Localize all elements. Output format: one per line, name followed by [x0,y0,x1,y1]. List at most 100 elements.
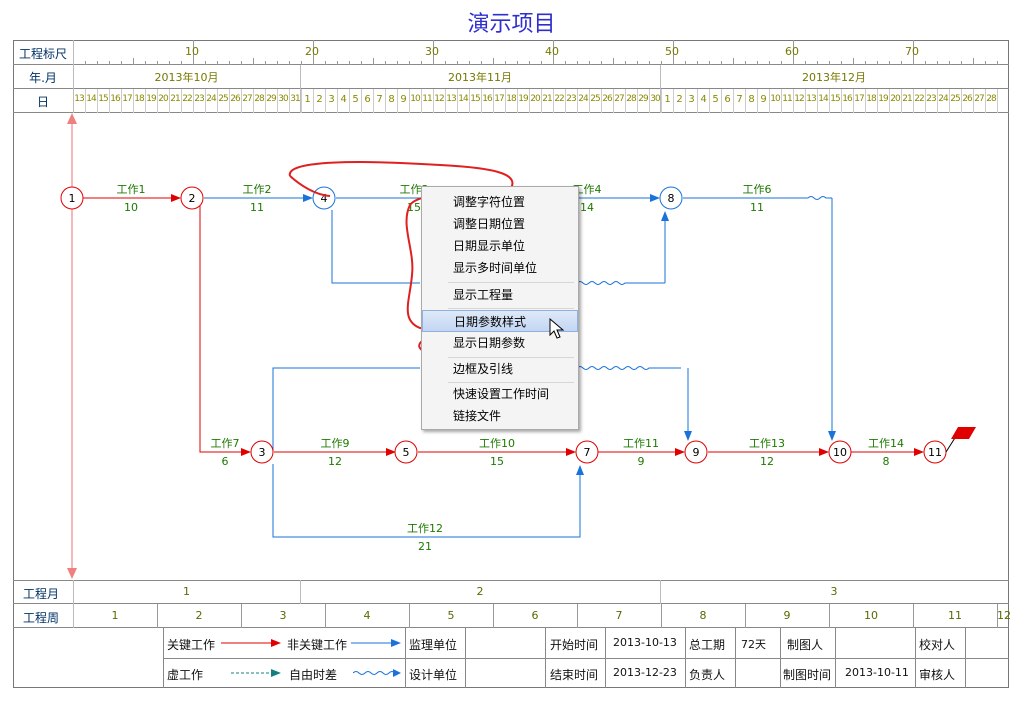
day-cell: 6 [724,94,730,105]
scale-tick [589,61,590,65]
menu-item-multi-time-unit[interactable]: 显示多时间单位 [453,261,538,275]
menu-item-show-quantity[interactable]: 显示工程量 [453,288,514,302]
free-float-wave [576,281,665,285]
scale-tick [781,61,782,65]
scale-tick [553,40,554,65]
svg-text:2: 2 [189,192,196,205]
scale-tick [265,61,266,65]
scale-tick [565,61,566,65]
day-divider [481,89,482,113]
day-cell: 30 [650,94,660,104]
week-divider [997,604,998,628]
menu-item-show-date-param[interactable]: 显示日期参数 [453,336,526,350]
menu-item-link-file[interactable]: 链接文件 [453,409,502,423]
day-divider [649,89,650,113]
day-cell: 11 [782,94,792,104]
week-divider [913,604,914,628]
day-cell: 14 [86,94,96,104]
day-cell: 31 [290,94,300,104]
menu-item-quick-work-time[interactable]: 快速设置工作时间 [453,387,550,401]
day-cell: 19 [146,94,156,104]
scale-tick [433,40,434,65]
axis-arrow-up-icon [67,113,77,124]
scale-tick [397,61,398,65]
day-cell: 6 [364,94,370,105]
scale-tick [133,58,134,65]
scale-tick [313,40,314,65]
day-divider [373,89,374,113]
scale-tick [721,61,722,65]
menu-item-date-param-style[interactable]: 日期参数样式 [422,310,578,332]
legend-end-label: 结束时间 [550,668,599,682]
bottom-month-cell: 1 [183,585,190,598]
day-divider [925,89,926,113]
day-cell: 29 [266,94,276,104]
day-cell: 25 [218,94,228,104]
day-cell: 27 [614,94,624,104]
scale-tick [349,61,350,65]
day-cell: 15 [98,94,108,104]
menu-item-adjust-date-position[interactable]: 调整日期位置 [453,217,526,231]
bottom-month-label: 工程月 [22,587,59,601]
header-label-divider [73,40,74,113]
scale-tick [733,58,734,65]
day-cell: 23 [926,94,936,104]
week-divider [577,604,578,628]
context-menu: 调整字符位置 调整日期位置 日期显示单位 显示多时间单位 显示工程量 日期参数样… [421,186,579,430]
day-divider [553,89,554,113]
day-divider [517,89,518,113]
day-cell: 22 [554,94,564,104]
svg-text:4: 4 [321,192,328,205]
day-cell: 15 [830,94,840,104]
annotation-scribble [289,175,331,197]
day-cell: 11 [422,94,432,104]
menu-item-date-display-unit[interactable]: 日期显示单位 [453,239,526,253]
task-name: 工作12 [407,522,443,535]
task-duration: 12 [760,455,774,468]
scale-tick [289,61,290,65]
day-cell: 4 [340,94,346,105]
task-name: 工作1 [117,183,146,196]
day-cell: 24 [578,94,588,104]
arrow-work8 [272,367,420,452]
free-float-wave [576,366,681,370]
task-name: 工作13 [749,437,785,450]
menu-item-border-leader[interactable]: 边框及引线 [453,362,514,376]
day-divider [877,89,878,113]
day-cell: 26 [602,94,612,104]
scale-tick [625,61,626,65]
week-cell: 10 [864,609,878,622]
bottom-label-divider [73,580,74,628]
day-cell: 13 [806,94,816,104]
menu-item-adjust-char-position[interactable]: 调整字符位置 [453,195,526,209]
week-cell: 3 [279,609,287,622]
month-dec: 2013年12月 [802,71,866,84]
legend-table: 关键工作 非关键工作 虚工作 自由时差 监理单位 设计单位 开始时间 2013-… [13,628,1009,688]
week-cell: 7 [615,609,623,622]
scale-tick [517,61,518,65]
day-cell: 8 [388,94,394,105]
day-cell: 9 [400,94,406,105]
legend-drawer-label: 制图人 [787,638,824,652]
scale-tick [649,61,650,65]
day-divider [349,89,350,113]
month-nov: 2013年11月 [448,71,512,84]
day-cell: 10 [770,94,780,104]
scale-tick [925,61,926,65]
day-divider [193,89,194,113]
day-cell: 18 [506,94,516,104]
scale-tick [121,61,122,65]
legend-critical-label: 关键工作 [167,638,216,652]
day-divider [937,89,938,113]
node-7: 7 [575,440,599,464]
scale-tick-label: 10 [185,45,199,58]
day-divider [865,89,866,113]
day-divider [409,89,410,113]
scale-tick [181,61,182,65]
day-divider [121,89,122,113]
bottom-month-cell: 3 [830,585,838,598]
scale-tick [169,61,170,65]
day-divider [337,89,338,113]
day-cell: 20 [890,94,900,104]
scale-tick [373,58,374,65]
